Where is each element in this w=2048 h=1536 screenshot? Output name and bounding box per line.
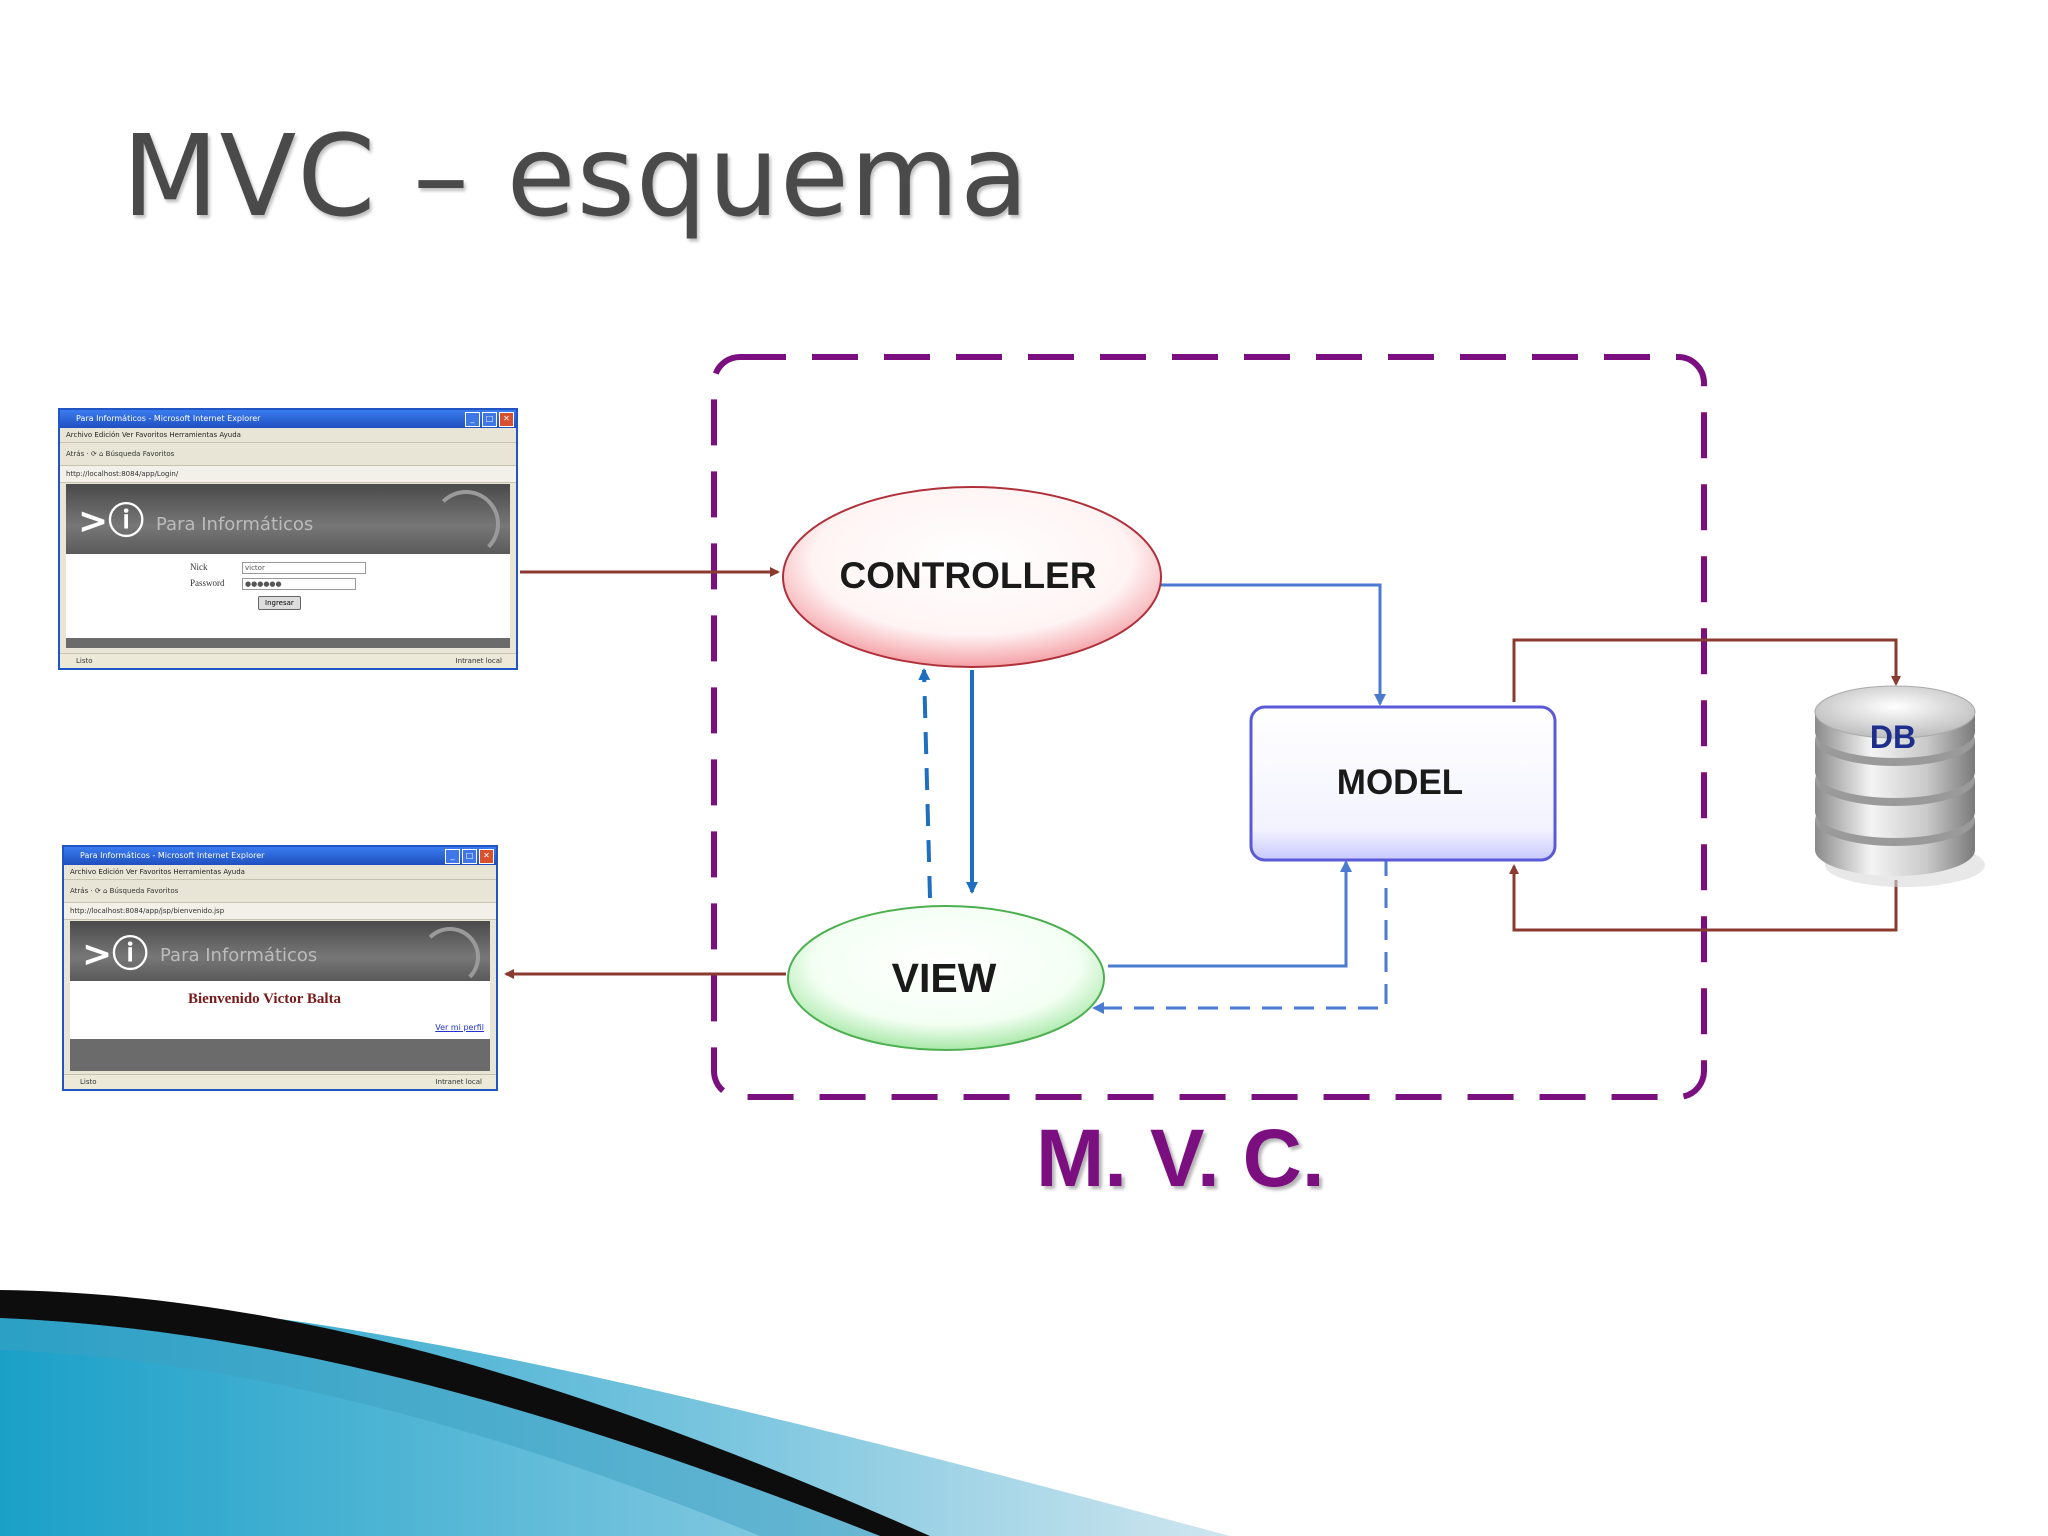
nick-input[interactable]: victor [242, 562, 366, 574]
browser-titlebar: Para Informáticos - Microsoft Internet E… [64, 847, 496, 865]
info-icon [420, 927, 480, 987]
nick-label: Nick [190, 562, 208, 572]
view-label: VIEW [892, 955, 997, 1001]
model-node: MODEL [1249, 705, 1557, 862]
profile-link[interactable]: Ver mi perfil [435, 1023, 484, 1032]
browser-menubar: Archivo Edición Ver Favoritos Herramient… [64, 865, 496, 880]
controller-to-model-arrow [1160, 583, 1386, 706]
password-label: Password [190, 578, 225, 588]
model-label: MODEL [1337, 763, 1463, 802]
maximize-icon[interactable]: □ [462, 849, 477, 864]
login-form: Nick victor Password ●●●●●● Ingresar [66, 554, 510, 638]
mvc-caption: M. V. C. [1036, 1113, 1325, 1204]
model-to-db-arrow [1512, 638, 1901, 702]
window-controls: _ □ ✕ [445, 849, 494, 864]
slide-title: MVC – esquema [122, 112, 1030, 242]
site-logo-icon: >ⓘ [82, 934, 149, 975]
browser-content: >ⓘ Para Informáticos Bienvenido Victor B… [70, 921, 490, 1071]
password-input[interactable]: ●●●●●● [242, 578, 356, 590]
minimize-icon[interactable]: _ [445, 849, 460, 864]
status-zone: Intranet local [455, 657, 502, 665]
browser-statusbar: Listo Intranet local [64, 1074, 496, 1089]
site-name: Para Informáticos [156, 514, 314, 535]
browser-statusbar: Listo Intranet local [60, 653, 516, 668]
status-text: Listo [80, 1078, 97, 1086]
address-bar[interactable]: http://localhost:8084/app/jsp/bienvenido… [64, 903, 496, 920]
maximize-icon[interactable]: □ [482, 412, 497, 427]
browser-menubar: Archivo Edición Ver Favoritos Herramient… [60, 428, 516, 443]
view-node: VIEW [787, 905, 1105, 1051]
view-to-controller-arrow [918, 668, 932, 899]
controller-label: CONTROLLER [840, 555, 1097, 596]
site-logo-icon: >ⓘ [78, 501, 145, 542]
welcome-panel: Bienvenido Victor Balta Ver mi perfil [70, 981, 490, 1039]
close-icon[interactable]: ✕ [479, 849, 494, 864]
site-name: Para Informáticos [160, 945, 318, 966]
site-banner: >ⓘ Para Informáticos [66, 484, 510, 558]
browser-window-login: Para Informáticos - Microsoft Internet E… [58, 408, 518, 670]
browser-titlebar: Para Informáticos - Microsoft Internet E… [60, 410, 516, 428]
database-icon: DB [1814, 685, 1985, 887]
browser-content: >ⓘ Para Informáticos Nick victor Passwor… [66, 484, 510, 648]
db-to-model-arrow [1509, 864, 1898, 932]
view-to-model-arrow [1108, 860, 1352, 968]
submit-button[interactable]: Ingresar [258, 596, 301, 610]
close-icon[interactable]: ✕ [499, 412, 514, 427]
status-zone: Intranet local [435, 1078, 482, 1086]
browser-toolbar: Atrás · ⟳ ⌂ Búsqueda Favoritos [60, 443, 516, 466]
model-to-view-arrow [1092, 856, 1388, 1014]
window-controls: _ □ ✕ [465, 412, 514, 427]
browser-window-welcome: Para Informáticos - Microsoft Internet E… [62, 845, 498, 1091]
browser-toolbar: Atrás · ⟳ ⌂ Búsqueda Favoritos [64, 880, 496, 903]
address-bar[interactable]: http://localhost:8084/app/Login/ [60, 466, 516, 483]
info-icon [432, 490, 500, 558]
site-banner: >ⓘ Para Informáticos [70, 921, 490, 987]
db-label: DB [1870, 719, 1916, 755]
mvc-boundary [711, 354, 1707, 1100]
status-text: Listo [76, 657, 93, 665]
welcome-message: Bienvenido Victor Balta [188, 991, 342, 1007]
controller-node: CONTROLLER [782, 486, 1162, 668]
minimize-icon[interactable]: _ [465, 412, 480, 427]
